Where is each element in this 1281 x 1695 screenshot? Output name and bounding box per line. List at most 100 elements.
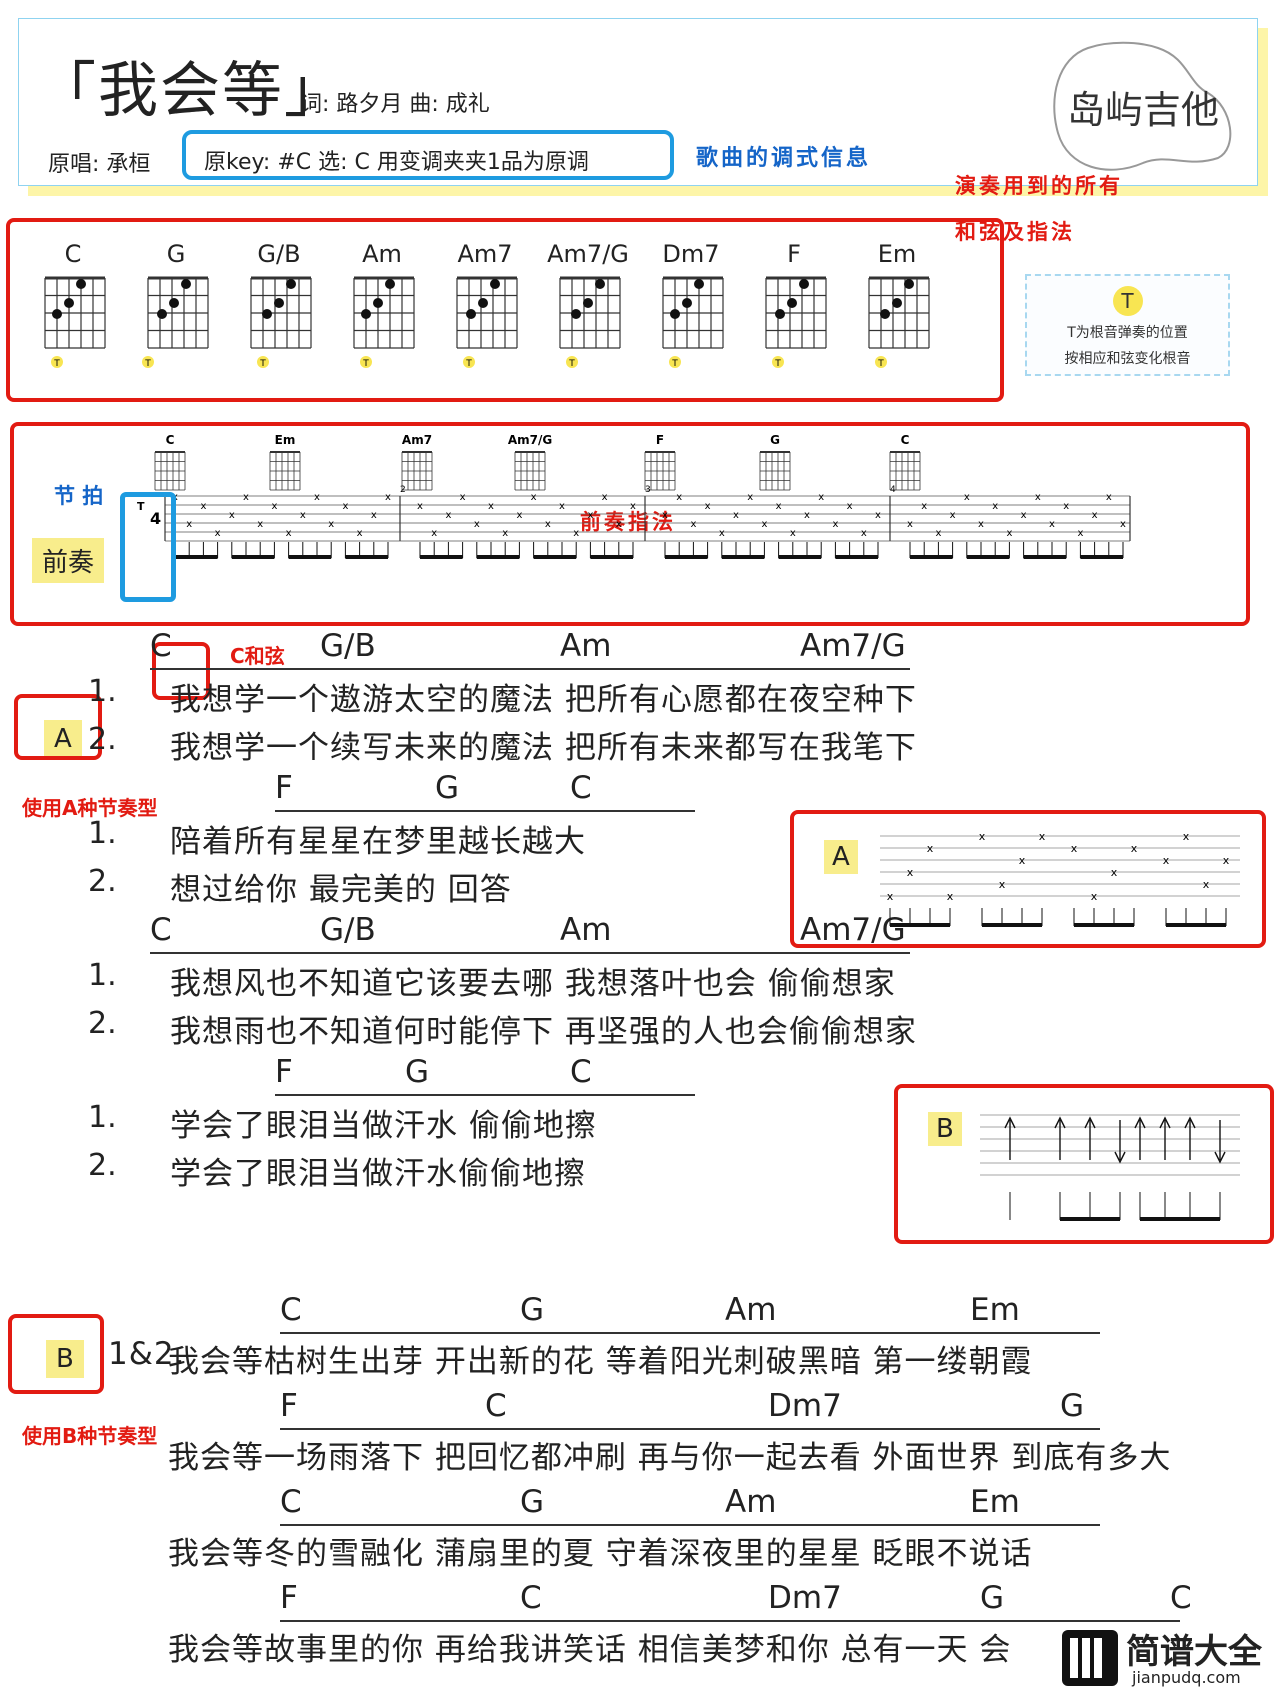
- svg-text:x: x: [861, 528, 867, 539]
- intro-chord-name: C: [166, 433, 175, 447]
- svg-text:x: x: [804, 510, 810, 521]
- svg-text:x: x: [947, 890, 954, 903]
- svg-text:x: x: [705, 501, 711, 512]
- svg-text:x: x: [818, 492, 824, 503]
- svg-text:T: T: [671, 359, 678, 369]
- chord-underline: [280, 1428, 1100, 1430]
- svg-text:x: x: [935, 528, 941, 539]
- lyric-line: 我想学一个遨游太空的魔法 把所有心愿都在夜空种下: [170, 682, 917, 718]
- svg-text:x: x: [1063, 501, 1069, 512]
- intro-chord-name: Am7: [402, 433, 432, 447]
- chord-label: Am: [725, 1292, 777, 1328]
- lyric-line: 我想风也不知道它该要去哪 我想落叶也会 偷偷想家: [170, 966, 896, 1002]
- chord-label: G: [520, 1484, 545, 1520]
- svg-text:x: x: [229, 510, 235, 521]
- chord-chart-box: [6, 218, 1004, 402]
- svg-text:x: x: [602, 492, 608, 503]
- lyric-line: 想过给你 最完美的 回答: [170, 872, 512, 908]
- watermark-name: 简谱大全: [1126, 1632, 1262, 1672]
- svg-text:x: x: [999, 878, 1006, 891]
- svg-text:x: x: [1091, 890, 1098, 903]
- svg-text:x: x: [502, 528, 508, 539]
- svg-text:x: x: [1223, 854, 1230, 867]
- chord-label: Am7/G: [800, 912, 906, 948]
- lyric-line: 我会等冬的雪融化 蒲扇里的夏 守着深夜里的星星 眨眼不说话: [168, 1536, 1033, 1572]
- root-note-legend: T T为根音弹奏的位置 按相应和弦变化根音: [1025, 274, 1230, 376]
- rhythm-b-label: B: [928, 1112, 962, 1146]
- svg-text:x: x: [531, 492, 537, 503]
- chord-diagram: T: [559, 276, 621, 369]
- svg-text:x: x: [1035, 492, 1041, 503]
- svg-text:x: x: [417, 501, 423, 512]
- chord-diagram: T: [662, 276, 724, 369]
- svg-text:x: x: [545, 519, 551, 530]
- song-title: 「我会等」: [36, 56, 346, 126]
- svg-text:x: x: [887, 890, 894, 903]
- svg-text:x: x: [616, 519, 622, 530]
- svg-text:x: x: [357, 528, 363, 539]
- svg-text:x: x: [1021, 510, 1027, 521]
- svg-text:x: x: [1131, 842, 1138, 855]
- chord-label: G: [980, 1580, 1005, 1616]
- chord-diagram: T: [765, 276, 827, 369]
- svg-text:x: x: [790, 528, 796, 539]
- chord-chart-name: G: [166, 240, 186, 268]
- chord-diagram: T: [456, 276, 518, 369]
- chord-underline: [150, 952, 910, 954]
- chord-label: F: [280, 1580, 298, 1616]
- svg-text:x: x: [243, 492, 249, 503]
- svg-text:x: x: [907, 519, 913, 530]
- brand-logo: 岛屿吉他: [1053, 41, 1232, 171]
- chord-diagram: T: [353, 276, 415, 369]
- svg-text:x: x: [662, 510, 668, 521]
- song-credits: 词: 路夕月 曲: 成礼: [300, 92, 490, 117]
- svg-text:T: T: [774, 359, 781, 369]
- verse-number: 1.: [88, 674, 117, 709]
- rhythm-b-tab: [980, 1114, 1240, 1221]
- section-b-highlight: [8, 1314, 104, 1394]
- chord-chart-name: Am7: [457, 240, 513, 268]
- legend-line1: T为根音弹奏的位置: [1067, 325, 1188, 341]
- key-info-note: 歌曲的调式信息: [696, 146, 872, 171]
- svg-text:x: x: [733, 510, 739, 521]
- svg-text:x: x: [875, 510, 881, 521]
- verse-number: 2.: [88, 1148, 117, 1183]
- original-singer: 原唱: 承桓: [48, 152, 151, 177]
- measure-number: 3: [645, 485, 651, 495]
- svg-text:x: x: [690, 519, 696, 530]
- chord-diagram: T: [44, 276, 106, 369]
- verse-number: 2.: [88, 722, 117, 757]
- svg-text:x: x: [832, 519, 838, 530]
- chord-label: C: [570, 770, 592, 806]
- svg-text:T: T: [362, 359, 369, 369]
- chord-label: G: [520, 1292, 545, 1328]
- beat-note: 节 拍: [54, 484, 104, 508]
- svg-text:x: x: [978, 519, 984, 530]
- chord-underline: [275, 1094, 695, 1096]
- legend-line2: 按相应和弦变化根音: [1064, 351, 1191, 367]
- lyric-line: 陪着所有星星在梦里越长越大: [170, 824, 586, 860]
- chord-underline: [275, 810, 695, 812]
- svg-text:x: x: [314, 492, 320, 503]
- chord-chart-name: F: [787, 240, 801, 268]
- svg-text:T: T: [568, 359, 575, 369]
- chord-diagram: T: [142, 276, 209, 369]
- intro-chord-name: C: [901, 433, 910, 447]
- svg-text:x: x: [1183, 830, 1190, 843]
- chord-diagram: T: [868, 276, 930, 369]
- verse-number: 2.: [88, 864, 117, 899]
- section-a-label: A: [44, 720, 82, 758]
- svg-text:T: T: [877, 359, 884, 369]
- chord-label: G: [405, 1054, 430, 1090]
- chord-underline: [280, 1524, 1100, 1526]
- chord-label: C: [150, 628, 172, 664]
- lyric-line: 我想学一个续写未来的魔法 把所有未来都写在我笔下: [170, 730, 917, 766]
- svg-text:x: x: [573, 528, 579, 539]
- svg-text:x: x: [1077, 528, 1083, 539]
- svg-text:x: x: [1049, 519, 1055, 530]
- use-a-note: 使用A种节奏型: [22, 796, 158, 820]
- chord-label: F: [275, 770, 293, 806]
- chord-label: C: [570, 1054, 592, 1090]
- svg-text:x: x: [1039, 830, 1046, 843]
